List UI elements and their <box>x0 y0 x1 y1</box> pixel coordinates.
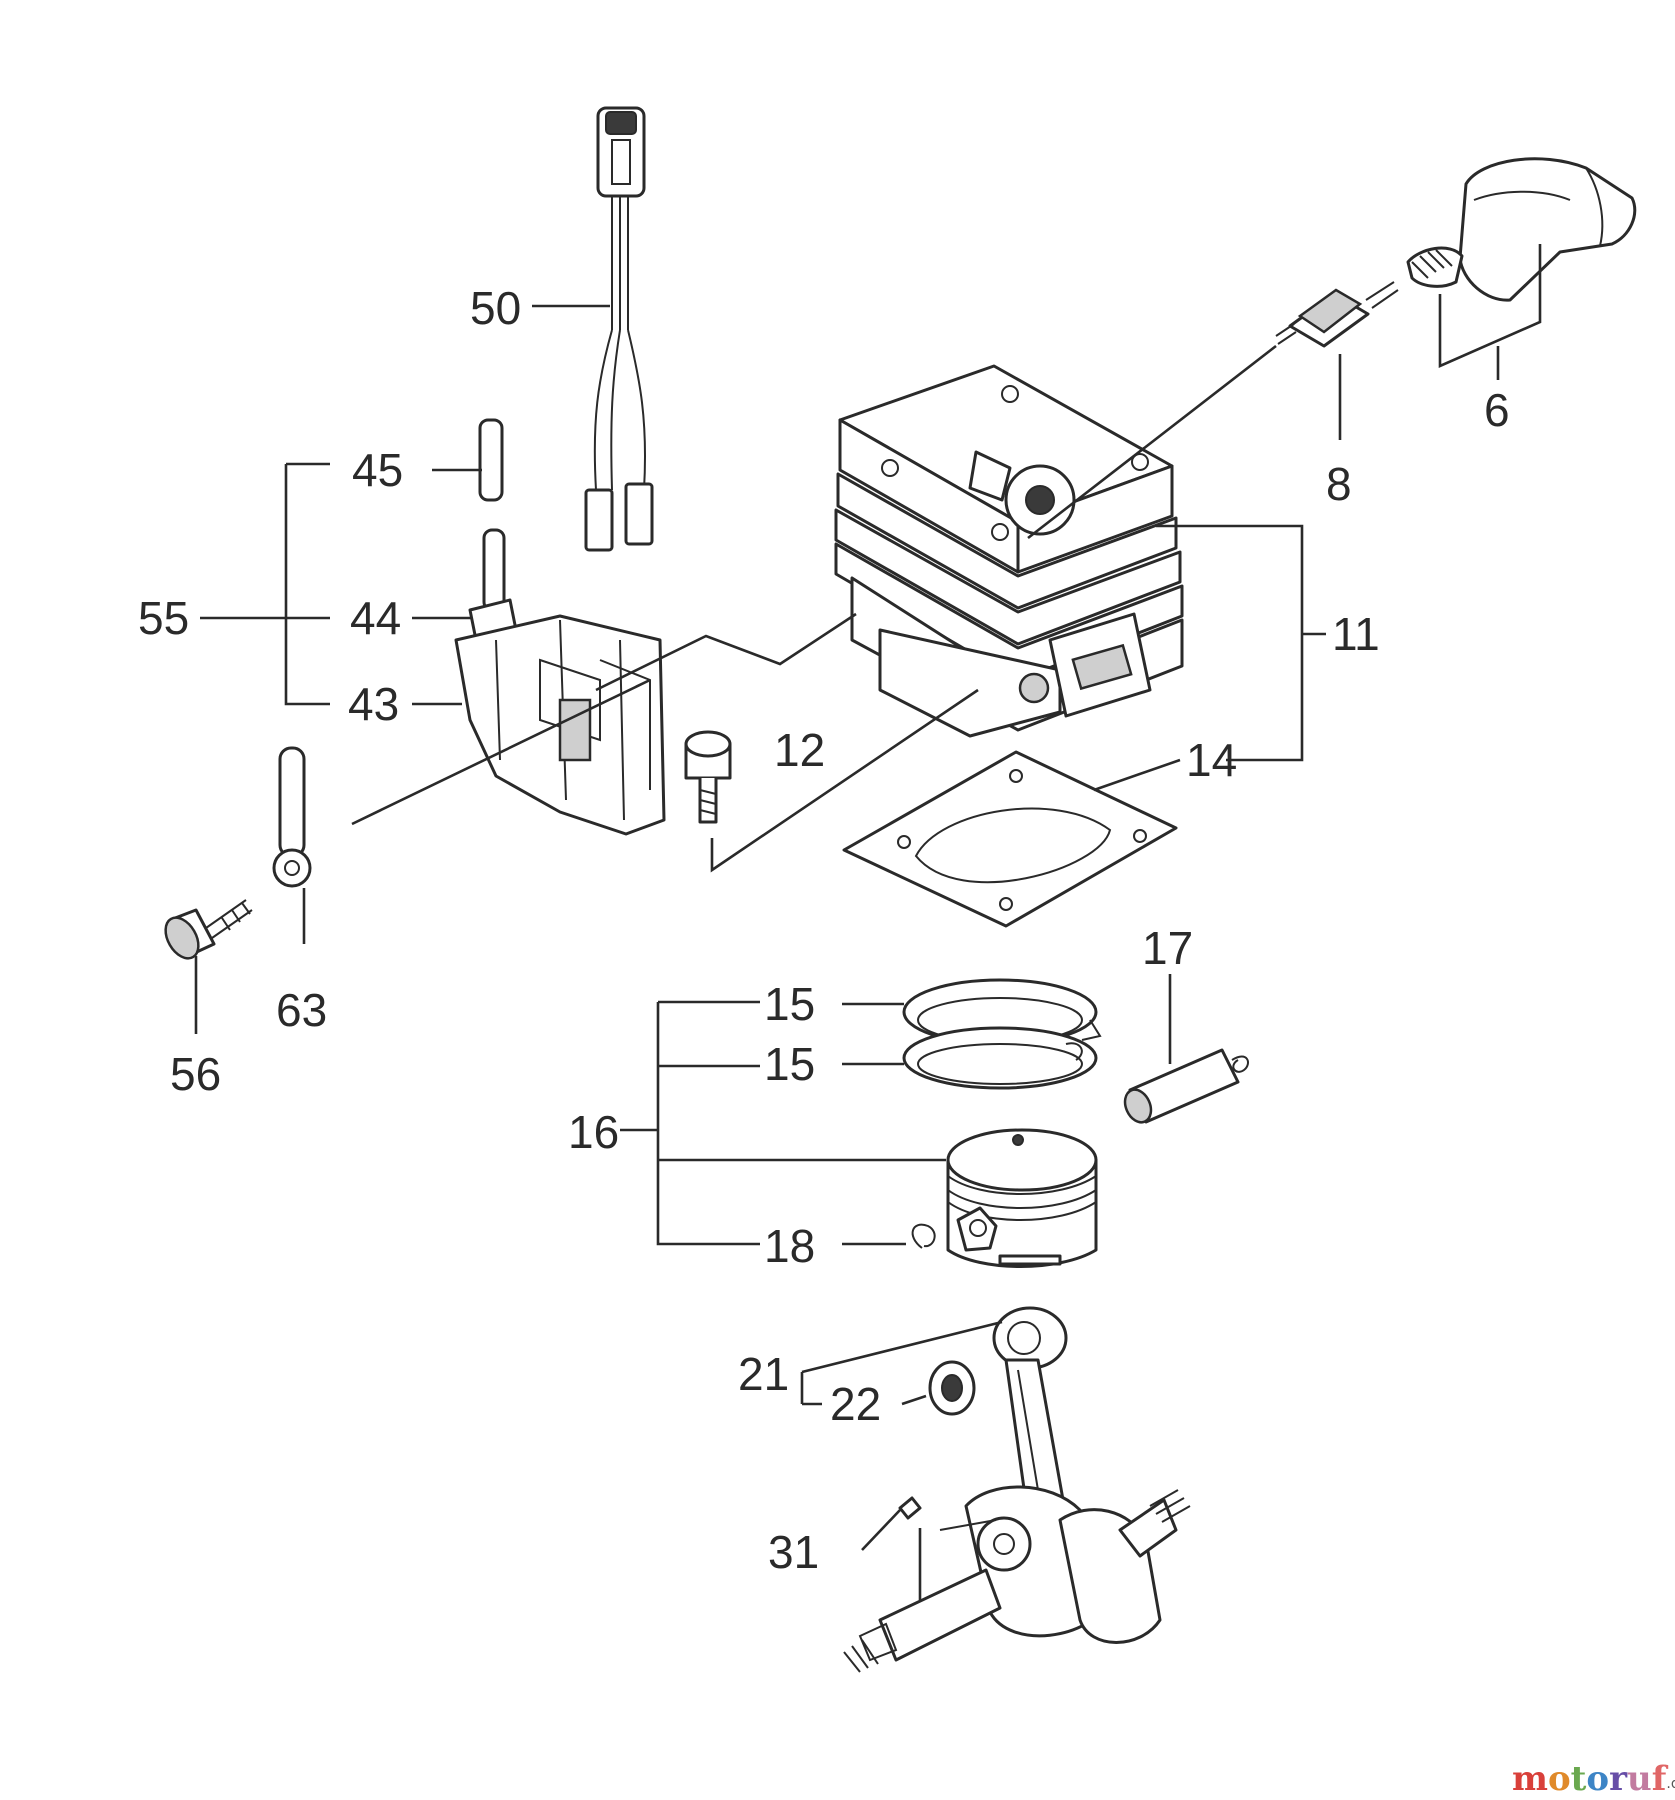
callout-15-top: 15 <box>764 978 815 1030</box>
callout-11: 11 <box>1332 608 1380 660</box>
part-6-plug-cap <box>1406 157 1637 302</box>
callout-17: 17 <box>1142 922 1193 974</box>
part-45-pin <box>478 418 504 502</box>
part-12-bolt <box>684 730 732 824</box>
part-21-crankshaft <box>843 1306 1191 1673</box>
callout-50: 50 <box>470 282 521 334</box>
callout-43: 43 <box>348 678 399 730</box>
part-11-cylinder <box>834 364 1184 738</box>
part-31-key <box>898 1496 922 1520</box>
wm-letter-o2: o <box>1586 1759 1609 1799</box>
callout-14: 14 <box>1186 734 1237 786</box>
part-14-gasket <box>842 750 1178 928</box>
part-56-screw <box>164 899 253 960</box>
wm-letter-u: u <box>1627 1759 1652 1799</box>
callout-15-bottom: 15 <box>764 1038 815 1090</box>
callout-12: 12 <box>774 724 825 776</box>
callout-6: 6 <box>1484 384 1510 436</box>
wm-letter-r: r <box>1609 1759 1628 1799</box>
wm-letter-t: t <box>1571 1759 1587 1799</box>
part-8-spark-plug <box>1275 281 1399 348</box>
part-18-clip <box>911 1223 936 1249</box>
part-15-piston-rings <box>902 978 1102 1090</box>
wm-letter-f: f <box>1652 1759 1669 1799</box>
part-16-piston <box>946 1128 1098 1268</box>
callout-8: 8 <box>1326 458 1352 510</box>
callout-55: 55 <box>138 592 189 644</box>
wm-letter-o1: o <box>1548 1759 1571 1799</box>
callout-56: 56 <box>170 1048 221 1100</box>
wm-tld: .de <box>1666 1776 1675 1792</box>
part-22-bearing <box>928 1360 976 1416</box>
part-50-wire-harness <box>584 106 654 552</box>
callout-18: 18 <box>764 1220 815 1272</box>
callout-16: 16 <box>568 1106 619 1158</box>
callout-44: 44 <box>350 592 401 644</box>
callout-labels: 50 45 55 44 43 63 56 12 11 14 8 6 17 15 … <box>138 282 1510 1578</box>
part-17-piston-pin <box>1123 1048 1249 1124</box>
watermark-logo: motoruf.de <box>1512 1759 1675 1799</box>
callout-21: 21 <box>738 1348 789 1400</box>
callout-22: 22 <box>830 1378 881 1430</box>
leader-lines <box>194 244 1542 1600</box>
wm-letter-m: m <box>1512 1759 1548 1799</box>
svg-text:motoruf.de: motoruf.de <box>1512 1759 1675 1799</box>
callout-31: 31 <box>768 1526 819 1578</box>
callout-45: 45 <box>352 444 403 496</box>
callout-63: 63 <box>276 984 327 1036</box>
part-43-44-ignition-coil <box>454 528 666 836</box>
part-63-ground-wire <box>272 746 312 888</box>
